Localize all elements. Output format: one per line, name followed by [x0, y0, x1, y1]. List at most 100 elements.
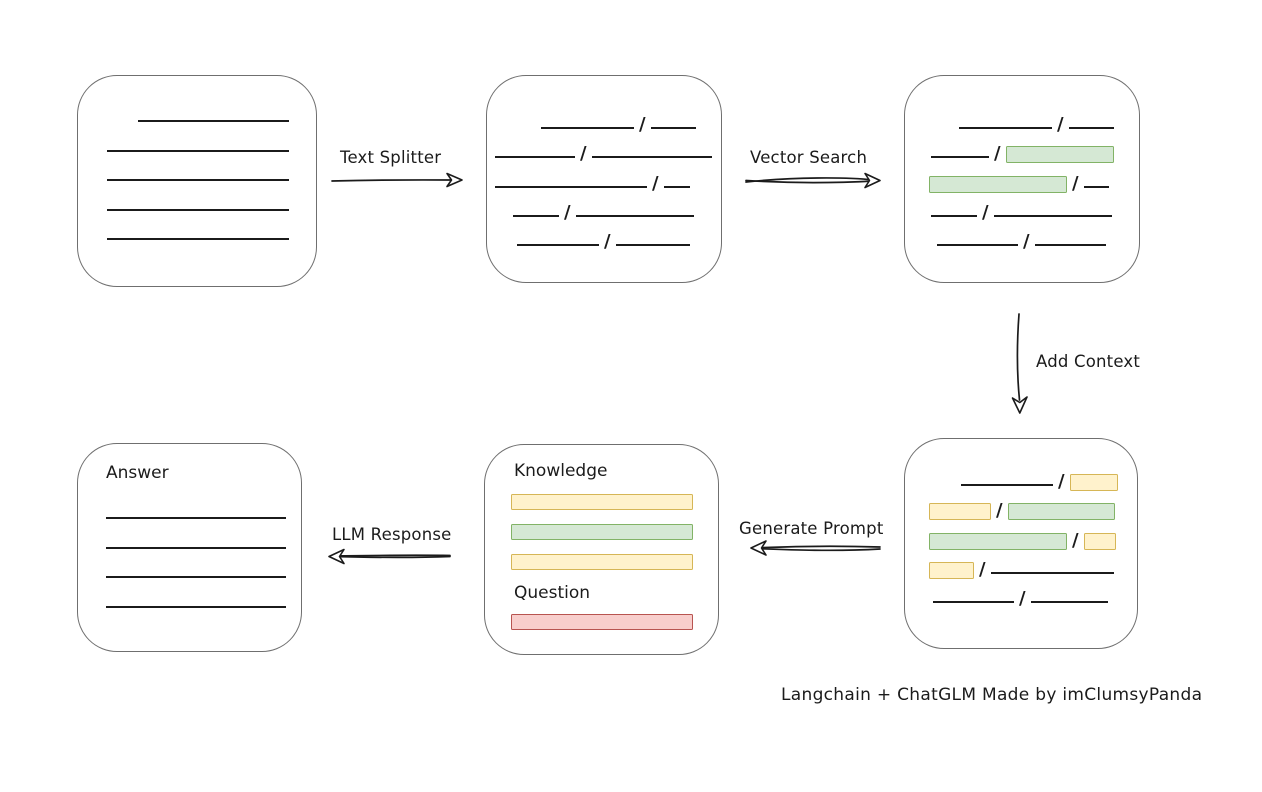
- chunk-row: /: [937, 226, 1131, 253]
- green-highlight-chunk: [1007, 503, 1115, 521]
- separator-slash: /: [564, 201, 571, 223]
- add-context-label: Add Context: [1036, 352, 1141, 371]
- knowledge-bars: [511, 494, 693, 584]
- separator-slash: /: [982, 201, 989, 223]
- text-line: [106, 605, 286, 608]
- yellow-highlight-chunk: [929, 561, 974, 579]
- text-line: [961, 484, 1053, 486]
- add-context-arrowhead: [1011, 396, 1028, 414]
- yellow-highlight-chunk: [929, 503, 991, 521]
- chunk-row: /: [495, 168, 713, 194]
- separator-slash: /: [994, 143, 1001, 165]
- text-line: [993, 214, 1112, 217]
- text-line: [931, 214, 977, 217]
- separator-slash: /: [580, 143, 587, 165]
- yellow-highlight-chunk: [1083, 532, 1116, 550]
- chunk-row: /: [929, 554, 1129, 580]
- text-line: [106, 576, 286, 578]
- separator-slash: /: [1072, 529, 1079, 551]
- generate-prompt-label: Generate Prompt: [739, 519, 884, 538]
- text-line: [575, 214, 694, 217]
- chunk-row: /: [961, 466, 1129, 492]
- text-line: [1030, 601, 1108, 604]
- separator-slash: /: [1019, 588, 1026, 610]
- text-line: [937, 244, 1018, 247]
- text-line: [615, 244, 690, 247]
- chunk-row: /: [929, 168, 1131, 193]
- prompt-box: Knowledge Question: [484, 444, 719, 655]
- llm-response-arrow2: [331, 554, 451, 557]
- yellow-bar: [511, 554, 693, 570]
- chunk-row: /: [513, 197, 713, 223]
- matched-chunk-rows: / / / / /: [913, 109, 1131, 255]
- answer-label: Answer: [106, 463, 169, 483]
- text-line: [106, 517, 286, 519]
- source-document-box: [77, 75, 317, 287]
- question-label: Question: [514, 583, 591, 603]
- green-highlight-chunk: [1005, 146, 1114, 164]
- yellow-bar: [511, 494, 693, 510]
- red-bar: [511, 614, 693, 630]
- text-line: [663, 185, 690, 188]
- text-line: [517, 244, 599, 247]
- text-line: [1034, 244, 1106, 247]
- document-lines: [107, 120, 289, 268]
- separator-slash: /: [1057, 114, 1064, 135]
- separator-slash: /: [1058, 471, 1065, 492]
- green-highlight-chunk: [929, 532, 1067, 550]
- text-line: [931, 156, 989, 159]
- separator-slash: /: [1023, 231, 1030, 253]
- green-highlight-chunk: [929, 175, 1067, 193]
- text-line: [107, 149, 289, 152]
- chunk-row: /: [495, 138, 713, 165]
- separator-slash: /: [979, 558, 986, 580]
- chunk-row: /: [931, 138, 1131, 165]
- answer-box: Answer: [77, 443, 302, 652]
- text-line: [495, 156, 575, 159]
- generate-prompt-arrow2: [753, 547, 881, 552]
- vector-search-label: Vector Search: [750, 148, 868, 167]
- chunk-row: /: [933, 583, 1129, 610]
- separator-slash: /: [652, 172, 659, 194]
- text-line: [990, 571, 1114, 574]
- text-line: [106, 546, 286, 549]
- green-bar: [511, 524, 693, 540]
- text-line: [1083, 185, 1109, 188]
- chunk-row: /: [959, 109, 1131, 135]
- text-line: [138, 120, 289, 122]
- separator-slash: /: [639, 114, 646, 135]
- answer-lines: [106, 517, 286, 635]
- separator-slash: /: [996, 500, 1003, 522]
- matched-chunks-box: / / / / /: [904, 75, 1140, 283]
- llm-response-arrowhead: [328, 548, 345, 565]
- separator-slash: /: [604, 231, 611, 253]
- chunk-row: /: [929, 495, 1129, 522]
- vector-search-arrow: [745, 177, 875, 183]
- generate-prompt-arrow: [753, 545, 881, 549]
- text-line: [107, 238, 289, 240]
- context-chunk-rows: / / / / /: [913, 466, 1129, 612]
- caption: Langchain + ChatGLM Made by imClumsyPand…: [781, 685, 1203, 705]
- text-splitter-arrow: [331, 179, 451, 182]
- text-line: [933, 601, 1014, 604]
- text-line: [107, 179, 289, 181]
- generate-prompt-arrowhead: [750, 540, 767, 556]
- question-bars: [511, 614, 693, 644]
- text-line: [1068, 127, 1114, 129]
- text-splitter-label: Text Splitter: [340, 148, 442, 167]
- text-line: [650, 127, 696, 129]
- yellow-highlight-chunk: [1069, 474, 1118, 491]
- split-chunk-rows: / / / / /: [495, 109, 713, 255]
- vector-search-arrowhead: [864, 172, 881, 189]
- chunk-row: /: [517, 226, 713, 253]
- chunk-row: /: [541, 109, 713, 135]
- text-line: [495, 185, 647, 188]
- context-chunks-box: / / / / /: [904, 438, 1138, 649]
- llm-response-arrow: [331, 555, 451, 559]
- llm-response-label: LLM Response: [332, 525, 452, 544]
- text-line: [591, 156, 712, 159]
- vector-search-arrow2: [745, 179, 875, 184]
- text-line: [107, 208, 289, 211]
- text-line: [541, 127, 634, 129]
